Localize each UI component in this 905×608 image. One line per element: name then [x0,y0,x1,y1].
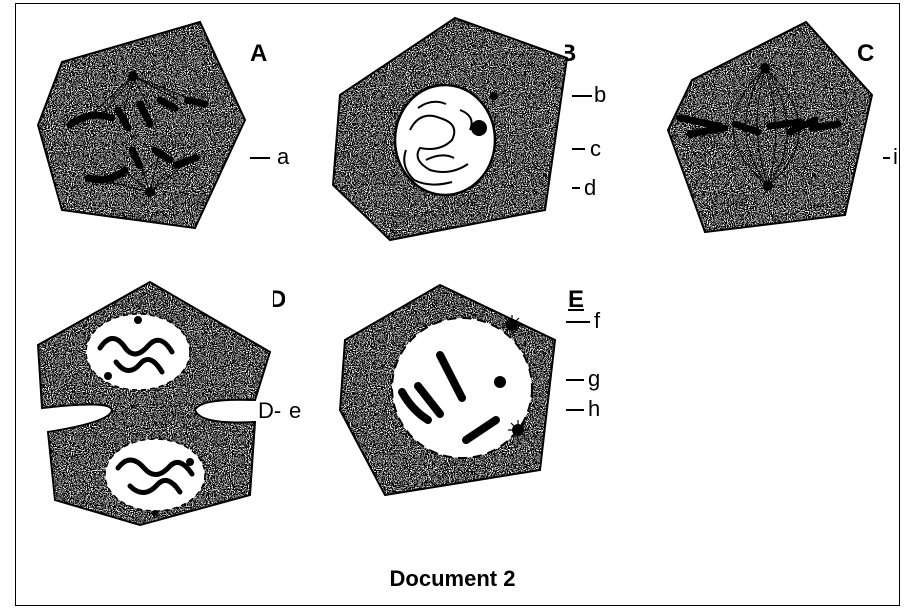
figure-caption: Document 2 [0,566,905,592]
cell-e [340,285,555,495]
label-g: g [588,368,600,390]
label-d-dash: D- [258,400,281,422]
label-b: b [594,84,606,106]
panel-letter-d: D [273,288,285,312]
label-e: e [289,400,301,422]
label-d: d [584,177,596,199]
cell-a [38,22,245,228]
label-h: h [588,398,600,420]
panel-letter-c: C [857,42,874,66]
cell-c [668,22,872,232]
label-c: c [590,138,601,160]
panel-letter-a: A [250,42,267,66]
panel-letter-b: B [565,42,577,66]
label-i: i [893,146,903,168]
cell-b [333,18,567,240]
panel-letter-e: E [568,288,584,312]
label-f: f [594,310,600,332]
label-a: a [277,146,289,168]
cell-d [38,282,270,525]
